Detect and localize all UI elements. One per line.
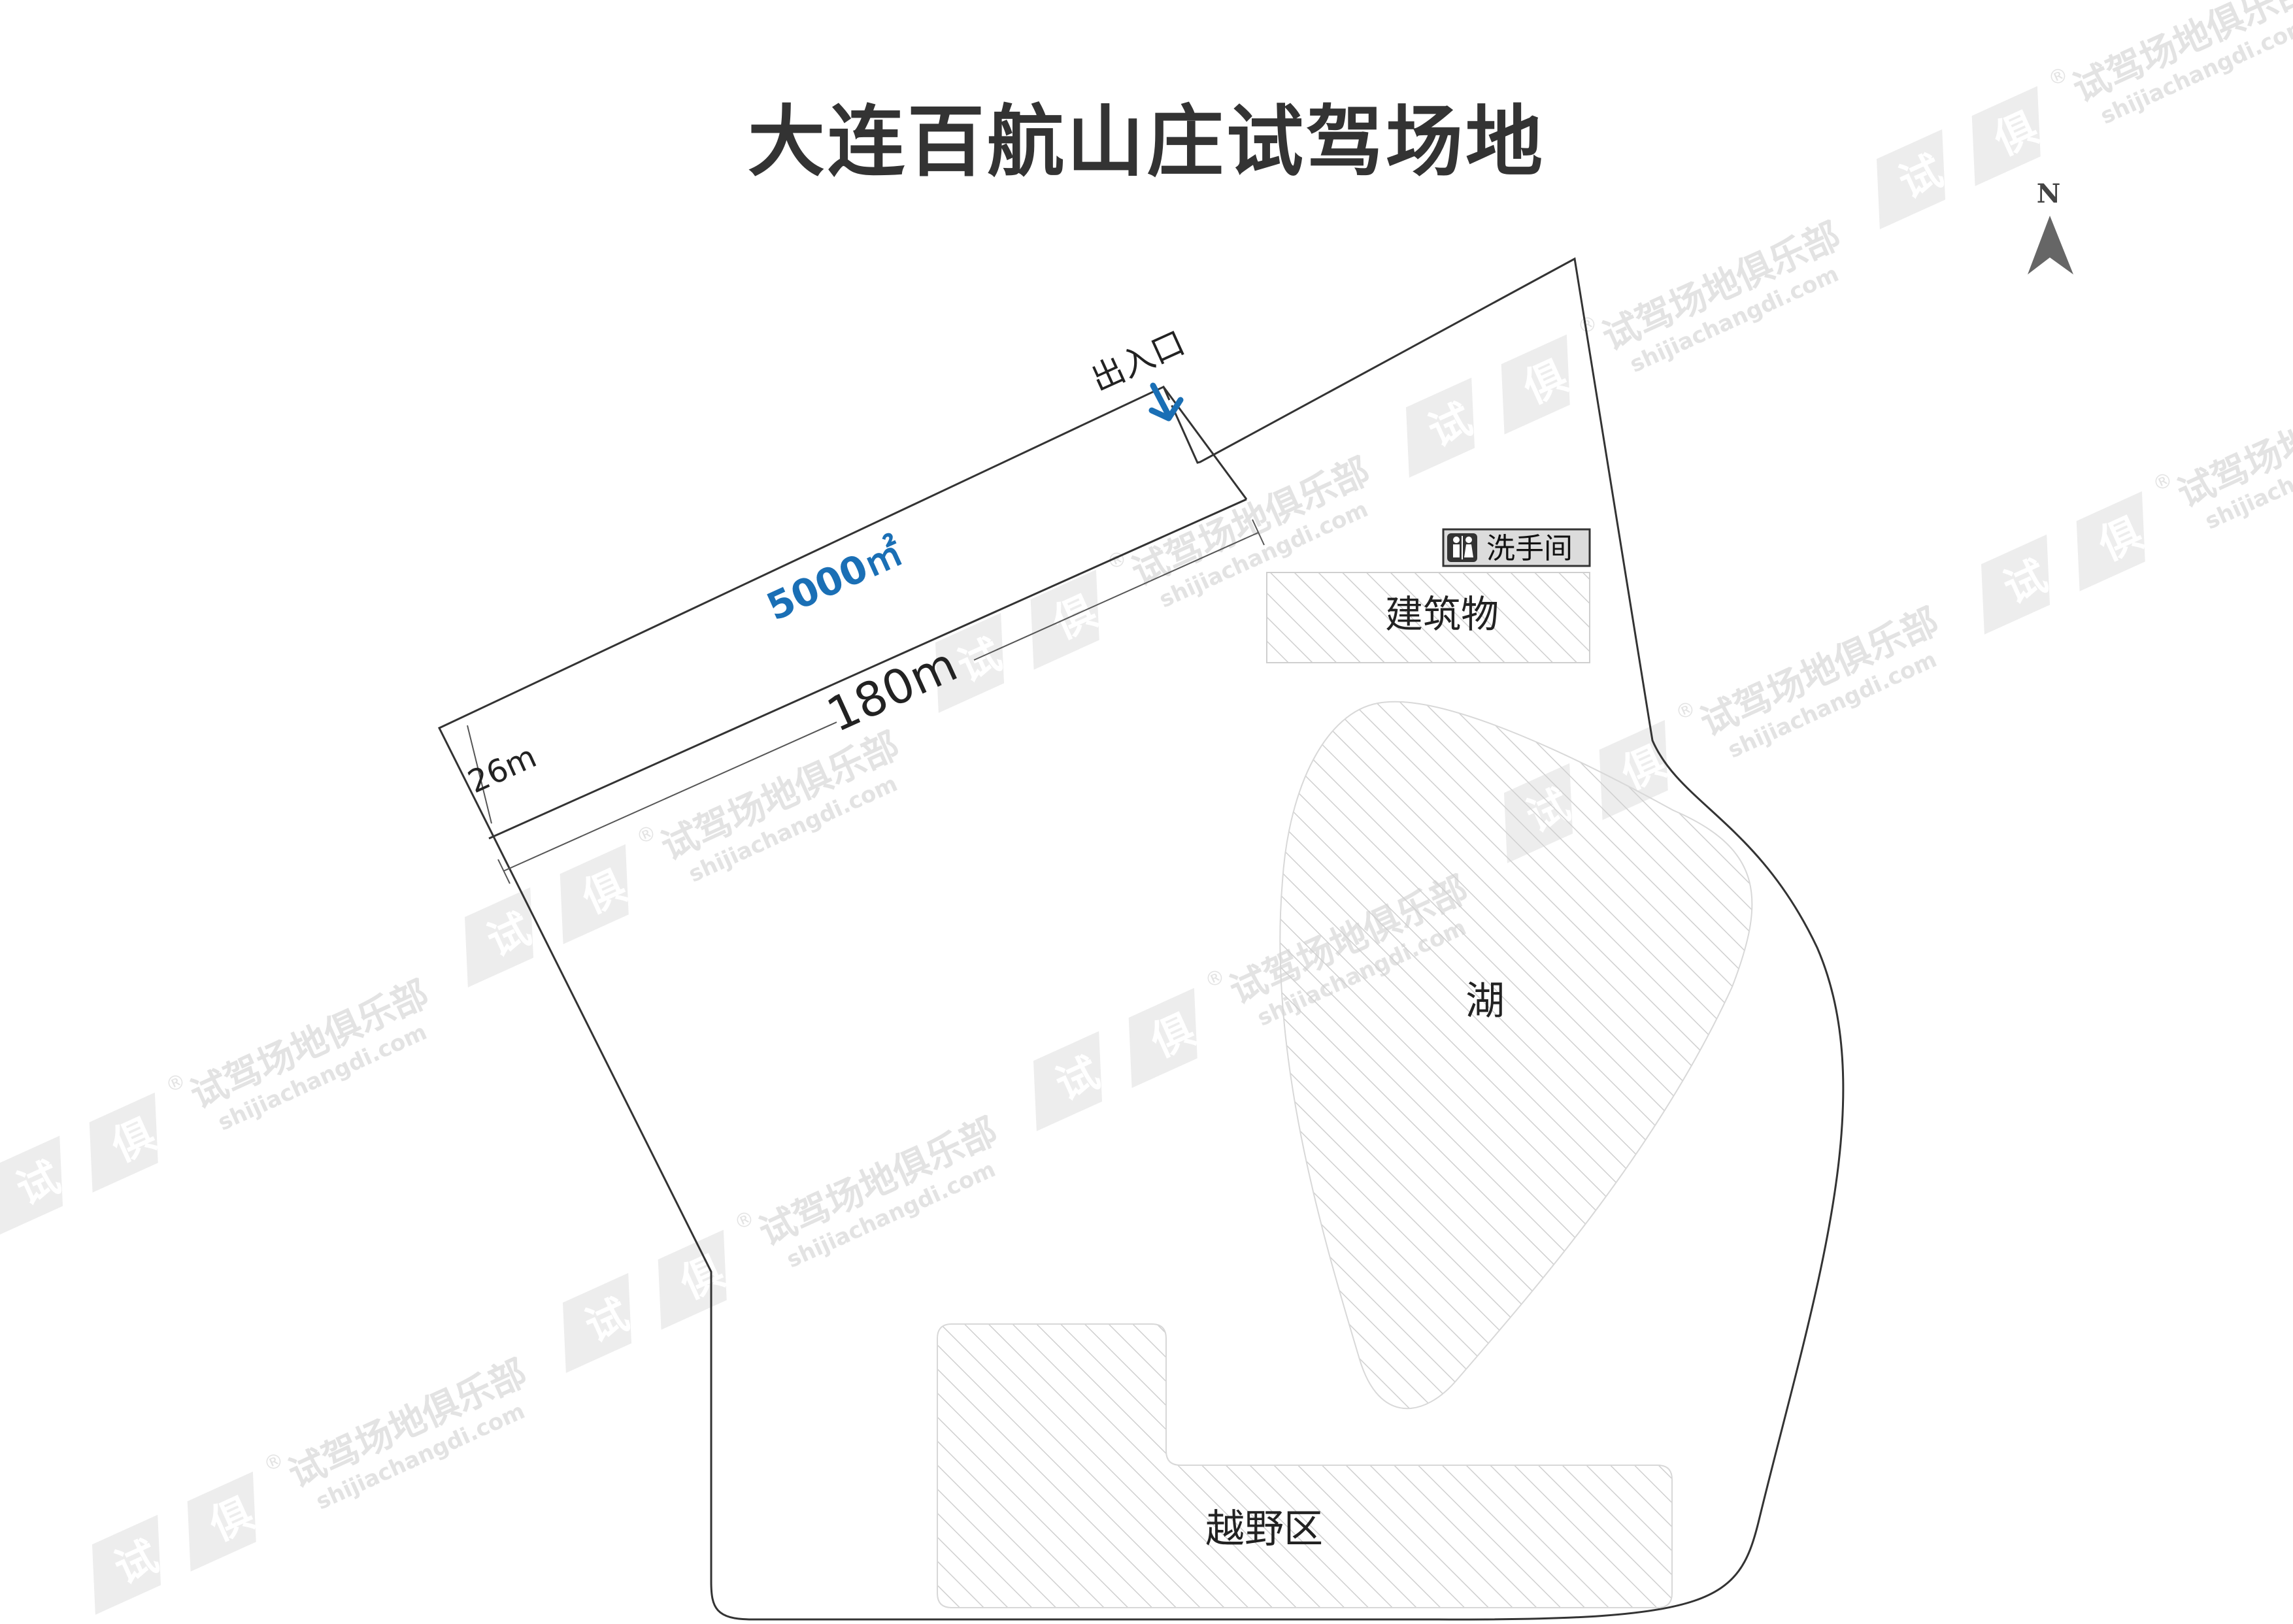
compass-arrow-icon [2028, 216, 2073, 274]
site-boundary [437, 257, 1845, 1621]
watermark-registered: ® [1672, 697, 1699, 725]
lake-label: 湖 [1465, 978, 1505, 1024]
track-length-label: 180m [819, 637, 965, 742]
restroom-label: 洗手间 [1486, 532, 1573, 565]
entrance-label: 出入口 [1086, 323, 1191, 399]
watermark-registered: ® [162, 1069, 190, 1098]
building-area [1266, 572, 1590, 663]
offroad-label: 越野区 [1205, 1506, 1323, 1552]
watermark-registered: ® [1201, 965, 1229, 993]
track-area-label: 5000㎡ [760, 529, 909, 629]
watermark-registered: ® [2045, 63, 2072, 91]
lake-area [1279, 701, 1753, 1410]
page-title: 大连百航山庄试驾场地 [748, 97, 1545, 187]
track-inner-edge [488, 498, 1247, 840]
track-width-label: 26m [463, 738, 542, 801]
watermark-registered: ® [731, 1206, 758, 1235]
track-dimension-width [467, 725, 492, 824]
compass: N [2028, 178, 2073, 274]
watermark-registered: ® [633, 821, 660, 850]
track-dimension-length [497, 519, 1265, 884]
watermark-registered: ® [2149, 468, 2177, 497]
offroad-area [937, 1323, 1673, 1608]
restroom-icon [1447, 533, 1477, 562]
watermark-registered: ® [260, 1448, 288, 1477]
restroom-sign: 洗手间 [1442, 528, 1591, 567]
compass-north-label: N [2037, 178, 2061, 209]
building-label: 建筑物 [1385, 592, 1499, 637]
arrow-down-icon [1148, 382, 1184, 422]
